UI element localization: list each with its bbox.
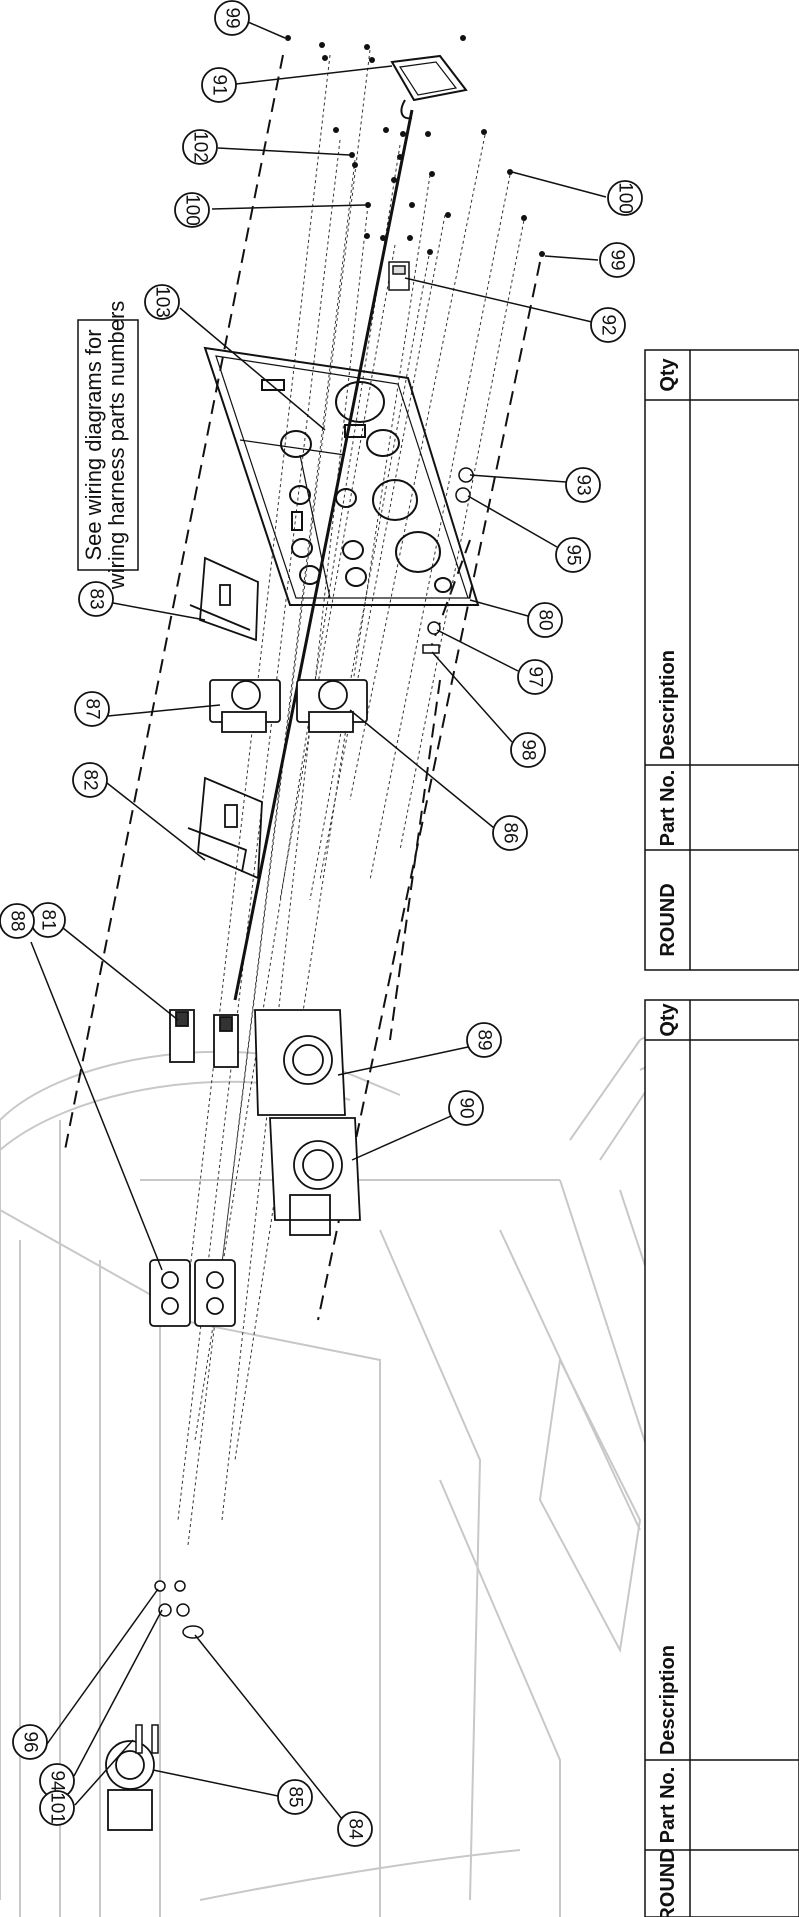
callout-label: 88 [7, 910, 28, 931]
callout-label: 100 [182, 194, 203, 226]
washer-84 [182, 1625, 204, 1639]
parts-table-right [644, 349, 799, 971]
callout-label: 95 [563, 544, 584, 565]
callout-100-left [174, 192, 210, 228]
table-header: Qty [657, 1002, 679, 1036]
callout-label: 89 [474, 1029, 495, 1050]
callout-80 [527, 602, 563, 638]
nuts-93-95-97-98 [422, 467, 474, 654]
callout-label: 92 [598, 314, 619, 335]
callout-97 [517, 659, 553, 695]
generator-frame [0, 1005, 799, 1917]
callout-100-right [607, 180, 643, 216]
table-header: Qty [657, 357, 679, 391]
table-header: Part No. [657, 770, 679, 847]
callout-93 [565, 467, 601, 503]
callout-label: 91 [209, 74, 230, 95]
callout-96 [12, 1724, 48, 1760]
callout-label: 85 [285, 1786, 306, 1807]
table-header: ROUND [657, 883, 679, 956]
circuit-switch-92 [388, 261, 410, 291]
table-header: Part No. [657, 1767, 679, 1844]
parts-table-right-headers: ROUND Part No. Description Qty [657, 357, 679, 956]
callout-103 [144, 284, 180, 320]
callout-balloons [0, 0, 643, 1847]
cable-grommet-85 [105, 1740, 155, 1831]
wiring-note: See wiring diagrams for wiring harness p… [77, 301, 139, 591]
callout-labels: 99 91 102 100 100 99 103 92 93 95 80 97 … [7, 7, 636, 1840]
callout-99-top [214, 0, 250, 36]
callout-84 [337, 1811, 373, 1847]
callout-85 [277, 1779, 313, 1815]
callout-label: 84 [345, 1818, 366, 1840]
callout-label: 83 [86, 588, 107, 609]
callout-102 [182, 129, 218, 165]
callout-label: 80 [535, 609, 556, 630]
wiring-note-line2: wiring harness parts numbers [104, 301, 129, 591]
callout-label: 90 [456, 1097, 477, 1118]
assembly-dotted-lines [177, 49, 526, 1546]
heavy-wire-line [233, 109, 414, 1001]
callout-83 [78, 581, 114, 617]
callout-95 [555, 537, 591, 573]
callout-82 [72, 762, 108, 798]
parts-table-left-headers: ROUND Part No. Description Qty [657, 1002, 679, 1917]
callout-label: 87 [82, 698, 103, 719]
callout-101 [39, 1790, 75, 1826]
callout-label: 99 [222, 7, 243, 28]
receptacle-90 [269, 1117, 361, 1236]
callout-label: 82 [80, 769, 101, 790]
callout-90 [448, 1090, 484, 1126]
callout-label: 100 [615, 182, 636, 214]
callout-label: 101 [47, 1792, 68, 1824]
breaker-box-83 [189, 556, 259, 642]
callout-label: 99 [607, 249, 628, 270]
receptacle-89 [254, 1009, 346, 1116]
callout-label: 93 [573, 474, 594, 495]
callout-label: 103 [152, 286, 173, 318]
leader-lines [30, 21, 607, 1820]
table-header: Description [657, 1645, 679, 1755]
table-header: Description [657, 650, 679, 760]
screws-101 [135, 1724, 159, 1754]
screw-fasteners [285, 35, 545, 257]
callout-88 [0, 903, 35, 939]
callout-label: 97 [525, 666, 546, 687]
hour-meter [390, 54, 468, 120]
callout-87 [74, 691, 110, 727]
callout-91 [201, 67, 237, 103]
callout-92 [590, 307, 626, 343]
breaker-box-82 [187, 776, 263, 880]
twist-lock-receptacle-86 [296, 679, 368, 733]
table-header: ROUND [657, 1848, 679, 1917]
callout-label: 96 [20, 1731, 41, 1752]
wiring-note-line1: See wiring diagrams for [81, 329, 106, 560]
breaker-81 [169, 1009, 239, 1068]
callout-99-right [599, 242, 635, 278]
nuts-94-96 [154, 1580, 190, 1617]
callout-label: 86 [500, 822, 521, 843]
twist-lock-receptacle-87 [209, 679, 281, 733]
callout-label: 94 [47, 1770, 68, 1792]
callout-98 [510, 732, 546, 768]
duplex-receptacle-88 [149, 1259, 236, 1327]
callout-label: 81 [38, 909, 59, 930]
callout-86 [492, 815, 528, 851]
callout-label: 98 [518, 739, 539, 760]
control-panel-plate [203, 346, 480, 606]
callout-label: 102 [190, 131, 211, 163]
parts-table-left [644, 999, 799, 1917]
callout-89 [466, 1022, 502, 1058]
